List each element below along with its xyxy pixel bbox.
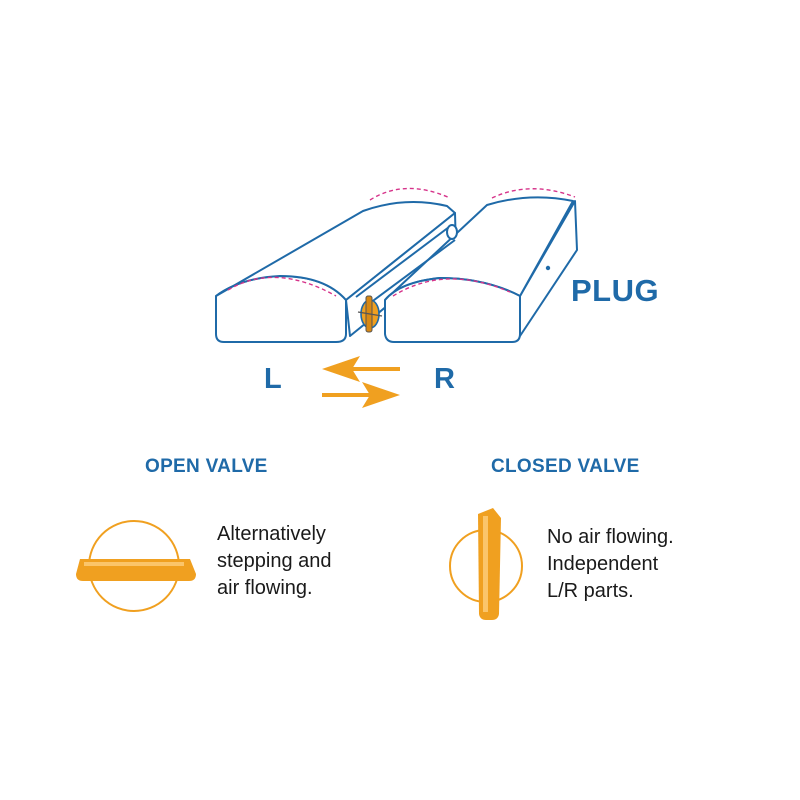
open-valve-heading: OPEN VALVE	[145, 456, 268, 477]
airflow-arrows	[322, 356, 400, 408]
connecting-tube	[355, 224, 458, 310]
closed-valve-description-line: No air flowing.	[547, 526, 674, 548]
right-side-label: R	[434, 363, 455, 395]
valve-closed-icon	[449, 508, 523, 620]
open-valve-description-line: air flowing.	[217, 577, 313, 599]
inflation-arc-right-front	[392, 278, 511, 297]
open-valve-description: Alternatively stepping and air flowing.	[217, 521, 332, 602]
plug-hole	[545, 265, 551, 271]
right-cushion-front-face	[384, 277, 521, 343]
arrow-right-icon	[322, 382, 400, 408]
right-cushion	[384, 196, 578, 343]
closed-valve-description: No air flowing. Independent L/R parts.	[547, 524, 674, 605]
inflation-indicators	[227, 187, 576, 297]
inflation-arc-left-front	[227, 276, 337, 297]
open-valve-description-line: Alternatively	[217, 523, 326, 545]
inflation-arc-left-back	[369, 187, 451, 201]
inflation-arc-right-back	[491, 188, 576, 199]
closed-valve-description-line: L/R parts.	[547, 580, 634, 602]
arrow-left-icon	[322, 356, 400, 382]
left-side-label: L	[264, 363, 282, 395]
valve-icon	[357, 295, 383, 333]
closed-valve-description-line: Independent	[547, 553, 659, 575]
plug-label: PLUG	[571, 273, 660, 308]
closed-valve-heading: CLOSED VALVE	[491, 456, 640, 477]
open-valve-description-line: stepping and	[217, 550, 332, 572]
valve-open-icon	[76, 520, 196, 612]
